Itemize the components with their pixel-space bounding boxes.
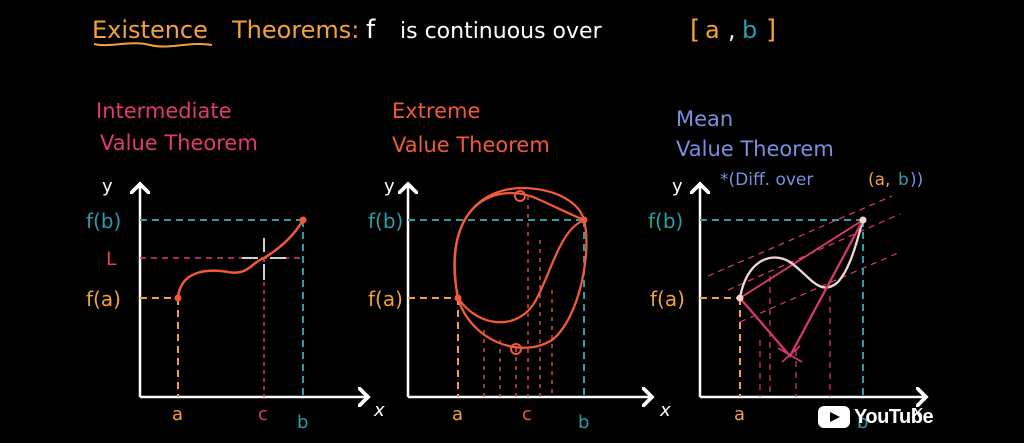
title-comma: , bbox=[728, 16, 736, 44]
ivt-x-label: x bbox=[373, 400, 385, 421]
ivt-a-label: a bbox=[172, 404, 183, 425]
mvt-point-a bbox=[736, 294, 744, 302]
ivt-point-a bbox=[174, 294, 182, 302]
ivt-heading-line2: Value Theorem bbox=[100, 131, 258, 155]
evt-b-label: b bbox=[578, 412, 589, 433]
evt-curve-outer bbox=[453, 191, 585, 299]
evt-heading-line1: Extreme bbox=[392, 99, 480, 123]
title-a: a bbox=[705, 16, 720, 44]
mvt-panel: Mean Value Theorem *(Diff. over (a, b ))… bbox=[648, 107, 926, 433]
ivt-fb-label: f(b) bbox=[86, 209, 121, 233]
ivt-b-label: b bbox=[297, 412, 308, 433]
ivt-heading-line1: Intermediate bbox=[96, 99, 232, 123]
title-b: b bbox=[742, 16, 757, 44]
ivt-panel: Intermediate Value Theorem y x f(b) L f(… bbox=[86, 99, 385, 433]
crosshair-cursor-icon bbox=[242, 238, 286, 280]
mvt-corner-scribble bbox=[777, 345, 803, 363]
mvt-a-label: a bbox=[734, 404, 745, 425]
mvt-note-a: (a, bbox=[868, 170, 890, 190]
mvt-heading-line1: Mean bbox=[676, 107, 733, 131]
mvt-note-prefix: *(Diff. over bbox=[720, 170, 813, 190]
ivt-y-label: y bbox=[102, 176, 113, 197]
mvt-fb-label: f(b) bbox=[648, 209, 683, 233]
title-bracket-right: ] bbox=[766, 15, 776, 45]
title-underline bbox=[93, 42, 213, 48]
mvt-point-b bbox=[859, 216, 867, 224]
evt-fa-label: f(a) bbox=[368, 287, 403, 311]
mvt-note-suffix: )) bbox=[910, 170, 923, 190]
mvt-b-label: b bbox=[857, 412, 868, 433]
ivt-point-b bbox=[299, 216, 307, 224]
title-theorems: Theorems: bbox=[231, 16, 359, 44]
evt-min-marker bbox=[510, 343, 522, 355]
mvt-note-b: b bbox=[898, 170, 909, 190]
evt-heading-line2: Value Theorem bbox=[392, 133, 550, 157]
evt-curve-upper bbox=[453, 186, 586, 299]
ivt-fa-label: f(a) bbox=[86, 287, 121, 311]
evt-c-label: c bbox=[522, 404, 532, 425]
mvt-secant-line bbox=[739, 219, 864, 299]
title-f: f bbox=[366, 15, 376, 45]
youtube-play-icon bbox=[818, 406, 850, 428]
evt-curve-inner bbox=[457, 218, 585, 324]
title-continuous: is continuous over bbox=[400, 19, 603, 44]
evt-y-label: y bbox=[384, 176, 395, 197]
evt-curve-lower bbox=[456, 219, 588, 349]
evt-point-a bbox=[454, 294, 462, 302]
mvt-curve-corner bbox=[739, 219, 865, 359]
evt-x-label: x bbox=[659, 400, 671, 421]
title-bracket-left: [ bbox=[690, 15, 700, 45]
evt-max-marker bbox=[514, 190, 526, 202]
mvt-x-label: x bbox=[911, 402, 923, 423]
mvt-y-label: y bbox=[672, 176, 683, 197]
ivt-L-label: L bbox=[106, 248, 117, 270]
evt-extreme-guides bbox=[483, 196, 553, 397]
youtube-watermark[interactable]: YouTube bbox=[818, 402, 934, 432]
ivt-curve bbox=[176, 219, 305, 299]
mvt-heading-line2: Value Theorem bbox=[676, 137, 834, 161]
evt-fb-label: f(b) bbox=[368, 209, 403, 233]
mvt-curve-smooth bbox=[738, 219, 865, 299]
ivt-c-label: c bbox=[258, 404, 268, 425]
evt-point-b bbox=[580, 216, 588, 224]
mvt-tangent-lines bbox=[707, 195, 901, 397]
title: Existence Theorems: f is continuous over… bbox=[92, 15, 776, 48]
evt-a-label: a bbox=[452, 404, 463, 425]
mvt-fa-label: f(a) bbox=[650, 287, 685, 311]
title-existence: Existence bbox=[92, 16, 208, 44]
evt-panel: Extreme Value Theorem y x f(b) f(a) a c bbox=[368, 99, 671, 433]
youtube-wordmark: YouTube bbox=[854, 405, 934, 428]
